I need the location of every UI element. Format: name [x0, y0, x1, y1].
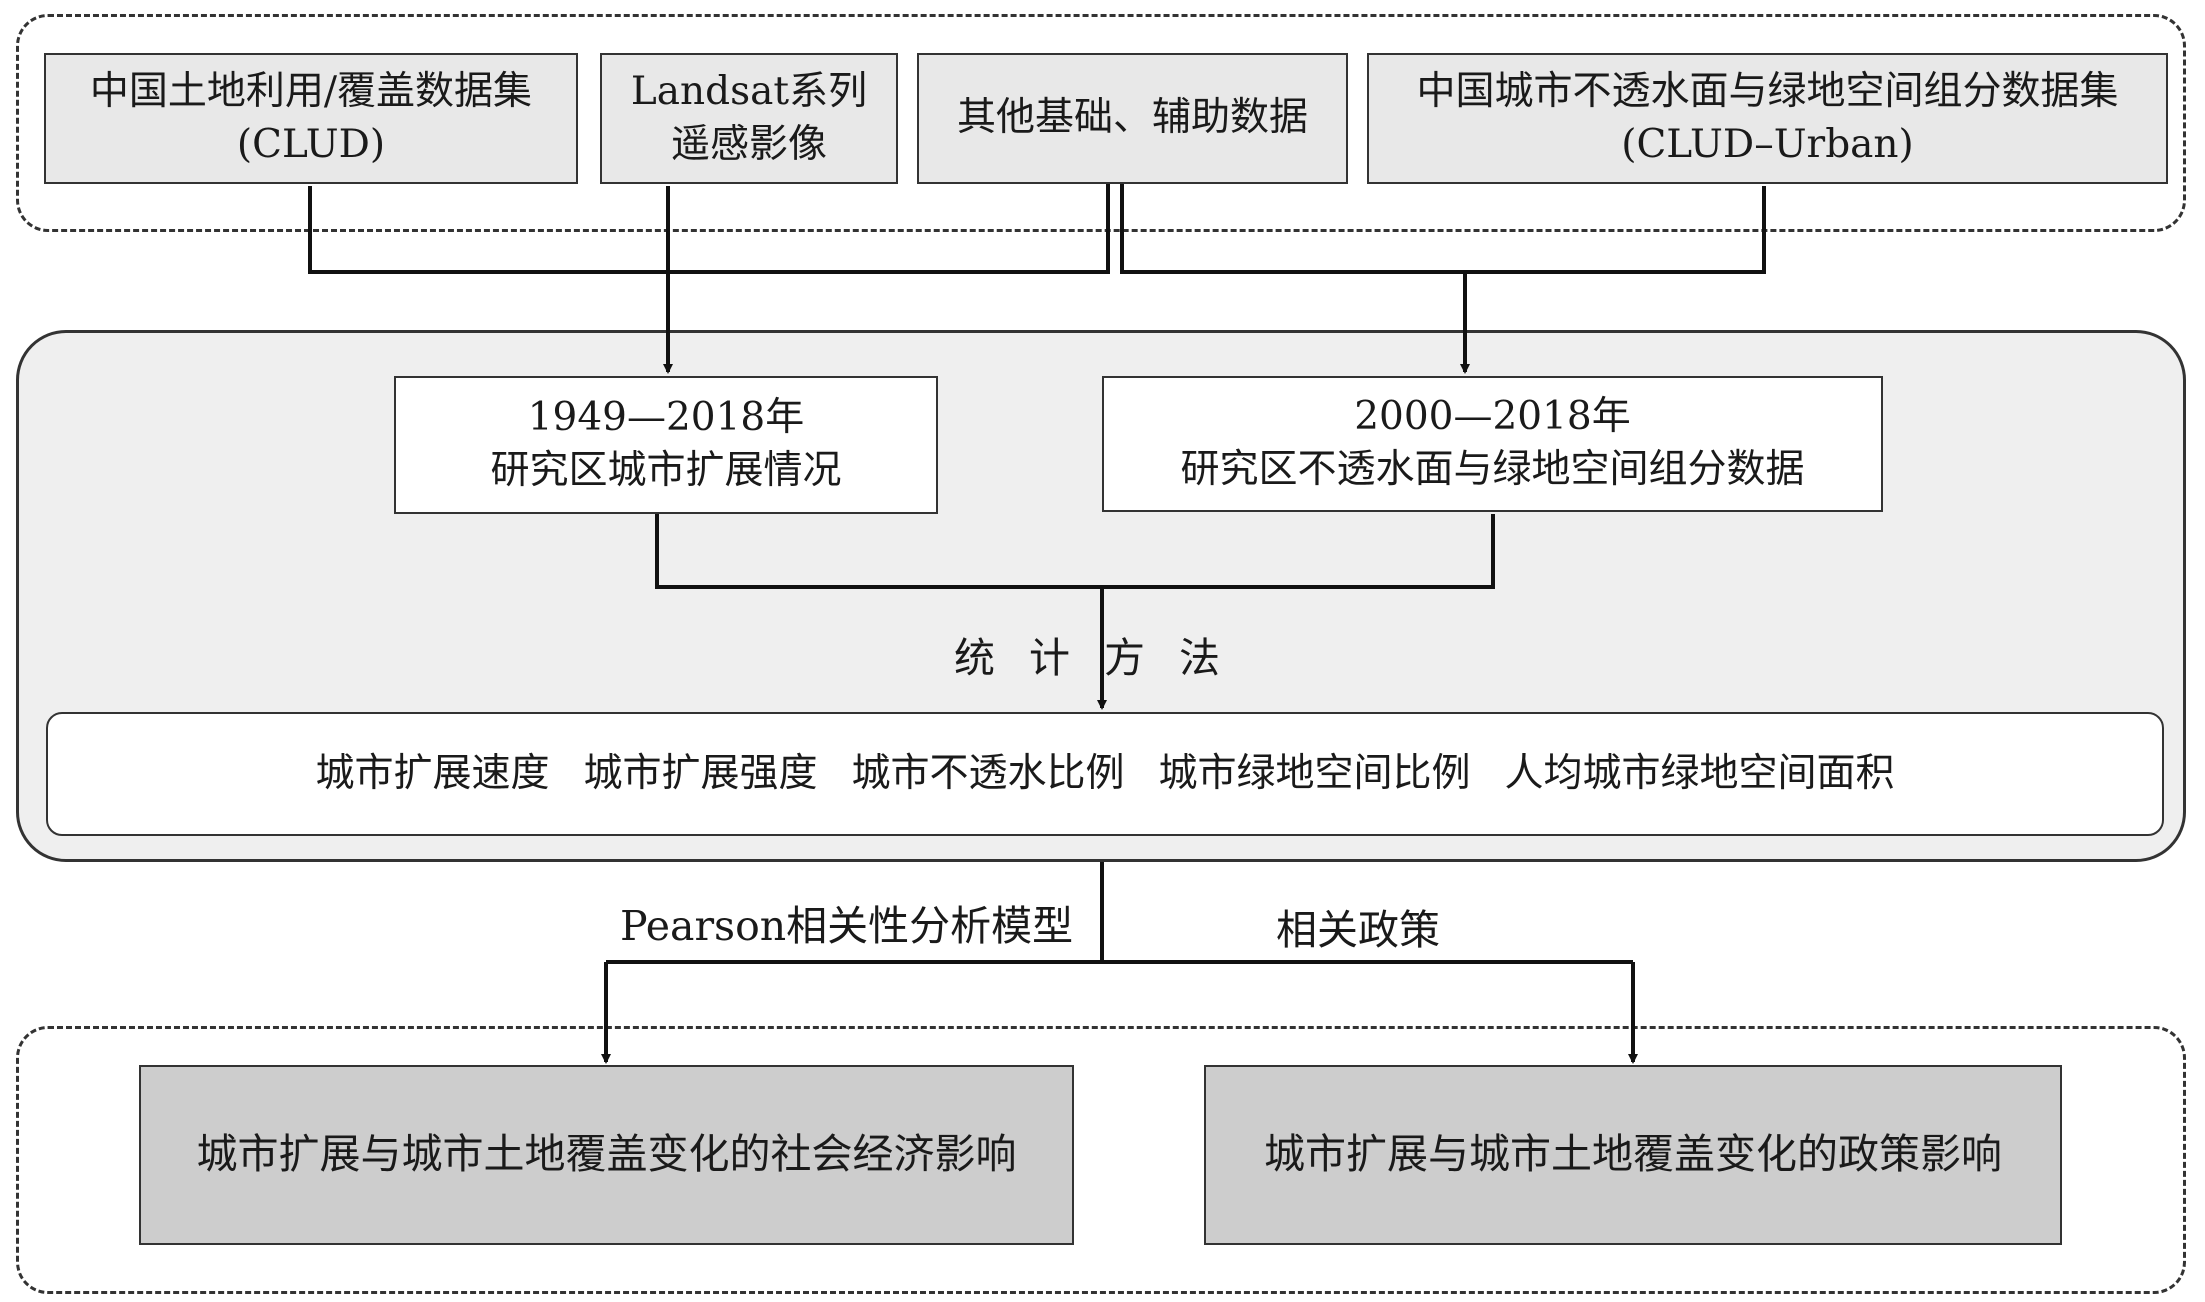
expansion-period: 1949—2018年: [527, 395, 805, 441]
indicator-green-per-capita: 人均城市绿地空间面积: [1504, 750, 1895, 796]
source-landsat-box: Landsat系列 遥感影像: [600, 53, 898, 184]
source-clud-title: 中国土地利用/覆盖数据集: [89, 68, 533, 114]
pearson-model-label: Pearson相关性分析模型: [620, 902, 1074, 950]
results-group: [16, 1026, 2186, 1294]
components-period: 2000—2018年: [1354, 394, 1631, 440]
policy-impact-text: 城市扩展与城市土地覆盖变化的政策影响: [1264, 1130, 2002, 1179]
socioeconomic-impact-box: 城市扩展与城市土地覆盖变化的社会经济影响: [139, 1065, 1074, 1245]
components-box: 2000—2018年 研究区不透水面与绿地空间组分数据: [1102, 376, 1883, 512]
source-landsat-subtitle: 遥感影像: [670, 121, 827, 167]
data-sources-group: [16, 14, 2186, 232]
indicator-impervious-ratio: 城市不透水比例: [851, 750, 1125, 796]
source-clud-urban-title: 中国城市不透水面与绿地空间组分数据集: [1416, 68, 2119, 114]
expansion-box: 1949—2018年 研究区城市扩展情况: [394, 376, 938, 514]
policy-impact-box: 城市扩展与城市土地覆盖变化的政策影响: [1204, 1065, 2062, 1245]
source-merge-left: [308, 182, 1110, 274]
middle-merge: [655, 514, 1495, 589]
components-description: 研究区不透水面与绿地空间组分数据: [1180, 447, 1805, 492]
source-clud-code: (CLUD): [236, 121, 386, 167]
source-other-title: 其他基础、辅助数据: [956, 95, 1308, 141]
source-clud-urban-box: 中国城市不透水面与绿地空间组分数据集 (CLUD–Urban): [1367, 53, 2168, 184]
expansion-description: 研究区城市扩展情况: [490, 448, 842, 493]
indicators-box: 城市扩展速度 城市扩展强度 城市不透水比例 城市绿地空间比例 人均城市绿地空间面…: [46, 712, 2164, 836]
source-merge-right: [1120, 182, 1766, 274]
policy-label: 相关政策: [1276, 906, 1440, 954]
indicator-green-ratio: 城市绿地空间比例: [1158, 750, 1471, 796]
indicator-expansion-speed: 城市扩展速度: [315, 750, 550, 796]
indicator-expansion-intensity: 城市扩展强度: [583, 750, 818, 796]
source-landsat-title: Landsat系列: [630, 68, 868, 114]
source-clud-box: 中国土地利用/覆盖数据集 (CLUD): [44, 53, 578, 184]
method-label: 统计方法: [954, 634, 1254, 682]
socioeconomic-impact-text: 城市扩展与城市土地覆盖变化的社会经济影响: [196, 1130, 1017, 1179]
source-other-box: 其他基础、辅助数据: [917, 53, 1348, 184]
source-clud-urban-code: (CLUD–Urban): [1621, 121, 1914, 167]
